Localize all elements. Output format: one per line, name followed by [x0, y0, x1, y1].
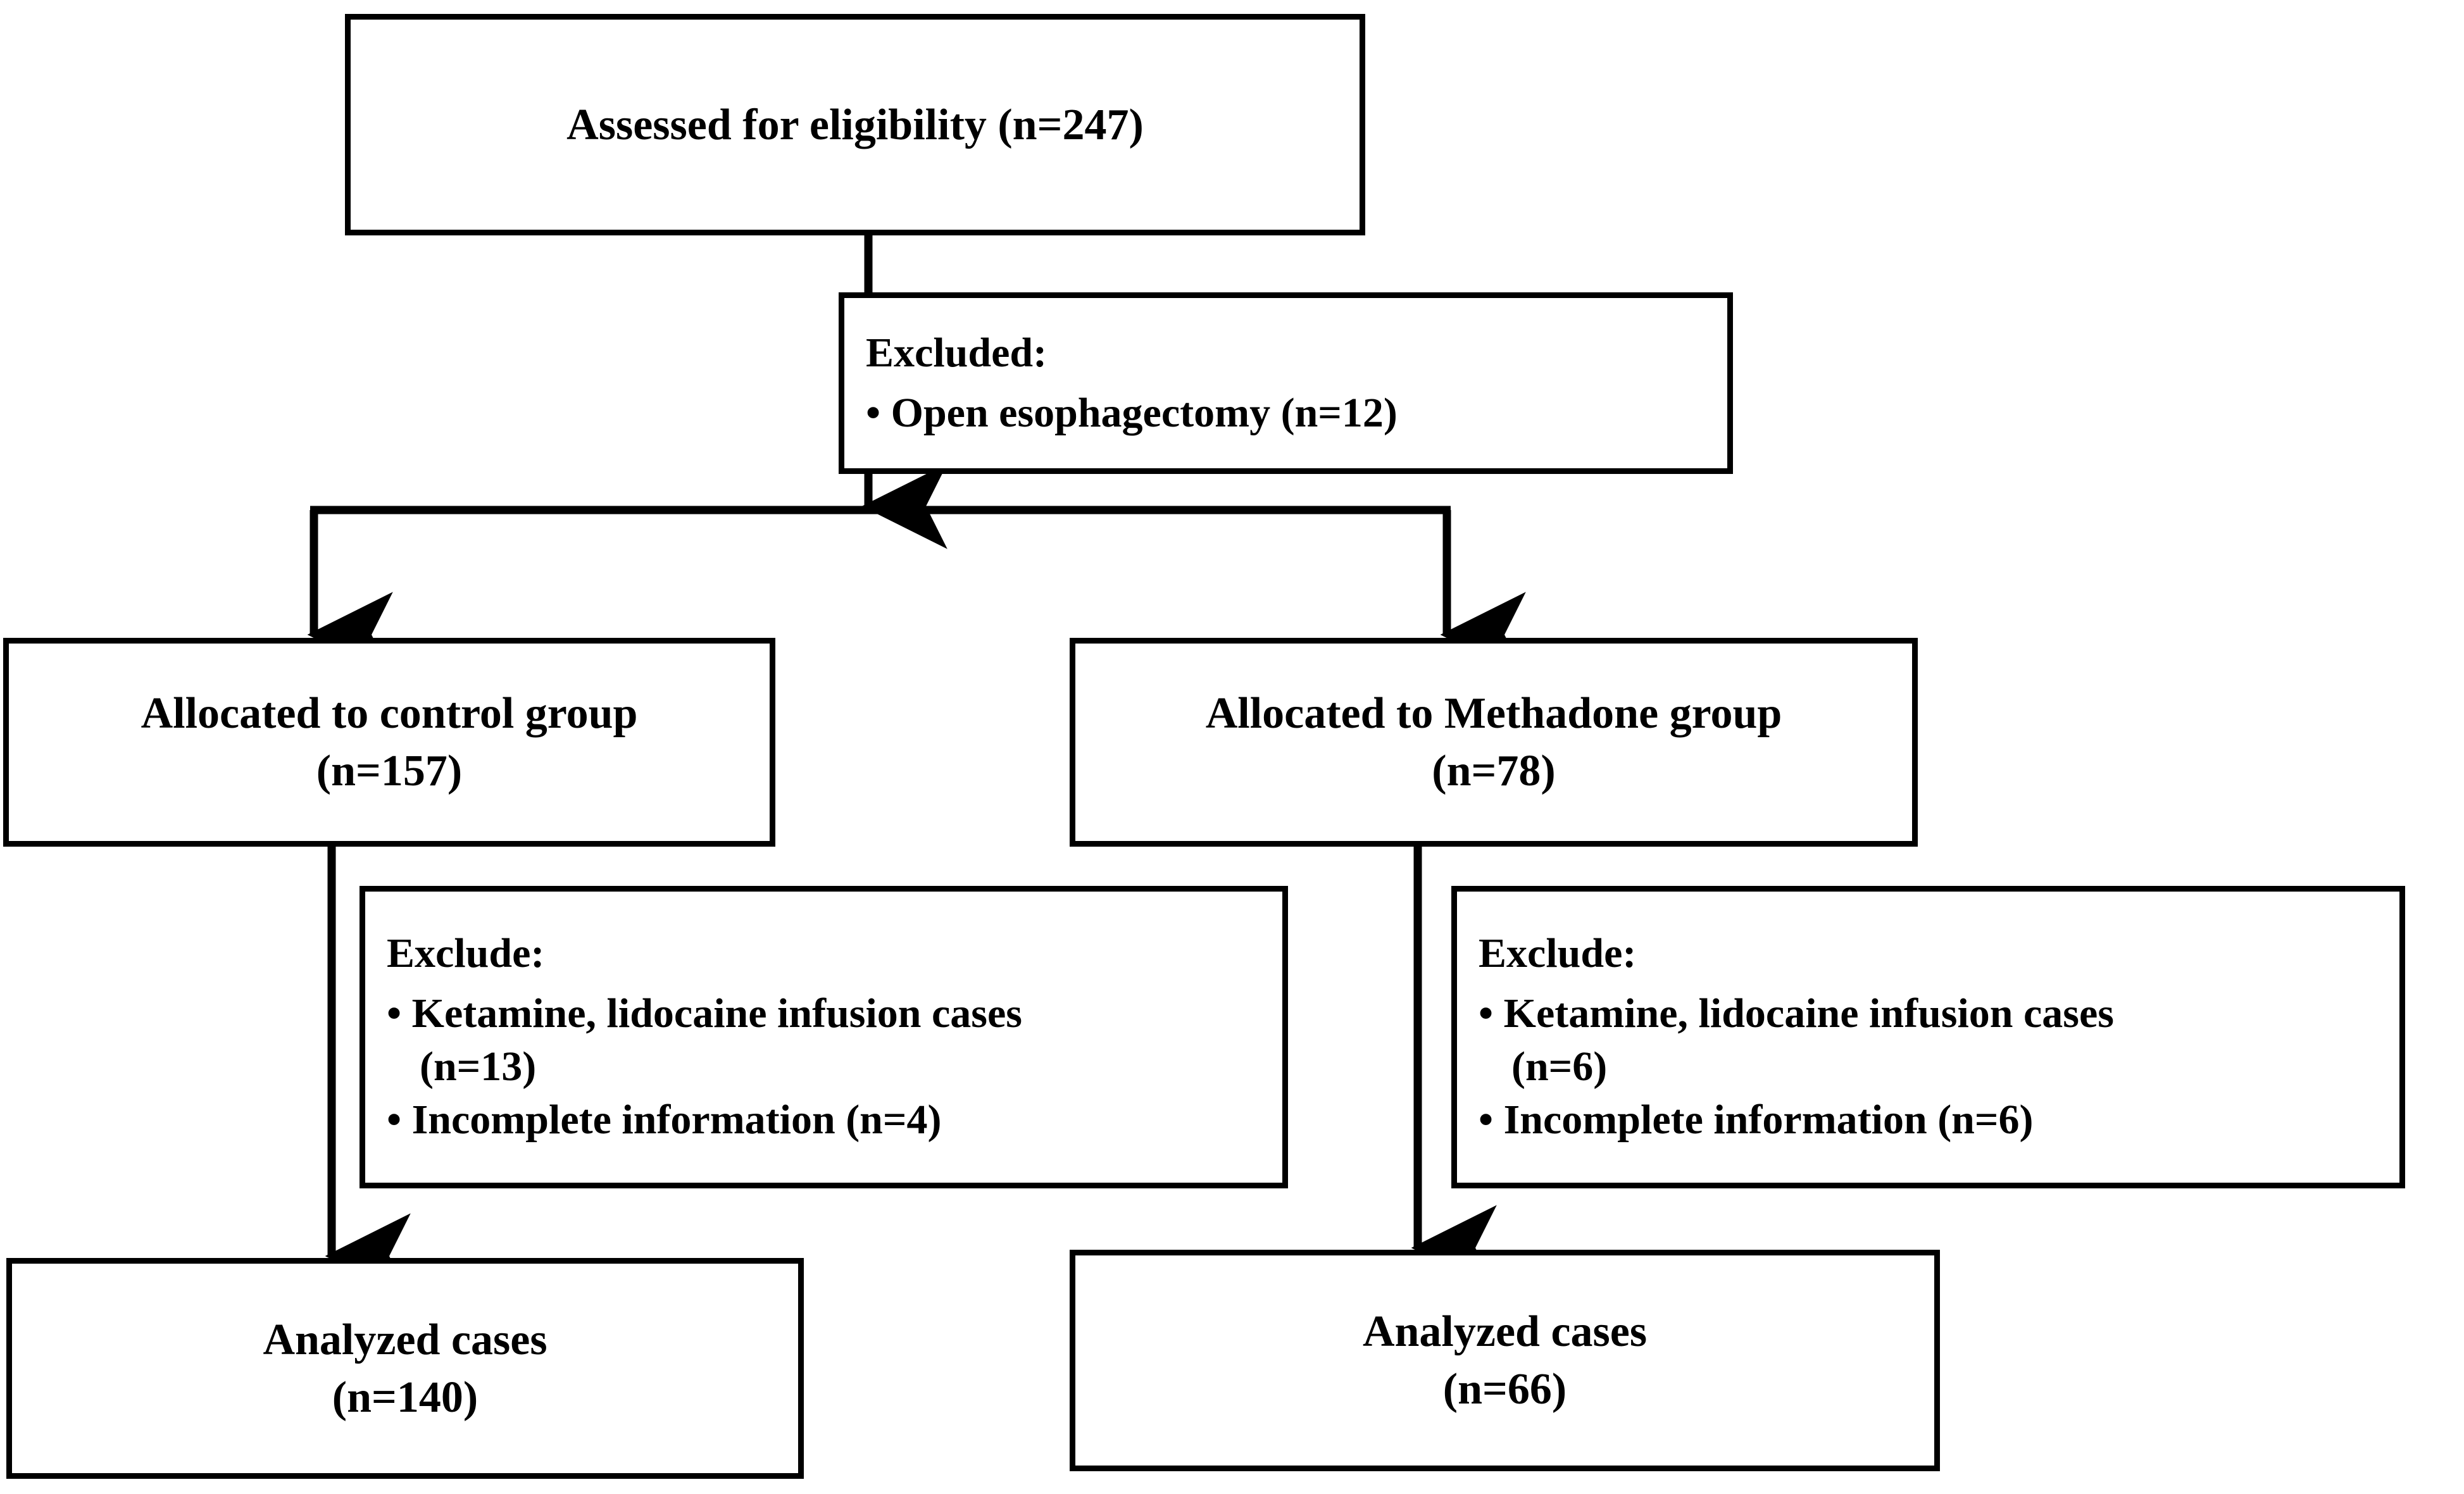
- node-allocated-control-group: Allocated to control group (n=157): [3, 638, 775, 847]
- control-exclude-item-ketamine-lidocaine-count: (n=13): [420, 1043, 537, 1090]
- node-exclude-control: Exclude: • Ketamine, lidocaine infusion …: [360, 886, 1288, 1188]
- excluded-header: Excluded:: [866, 330, 1048, 377]
- methadone-exclude-item-ketamine-lidocaine: • Ketamine, lidocaine infusion cases: [1479, 990, 2114, 1036]
- node-exclude-methadone: Exclude: • Ketamine, lidocaine infusion …: [1451, 886, 2405, 1188]
- control-alloc-line2: (n=157): [316, 747, 463, 795]
- methadone-alloc-line2: (n=78): [1432, 747, 1556, 795]
- node-assessed-for-eligibility: Assessed for eligibility (n=247): [345, 14, 1365, 235]
- control-analyzed-line1: Analyzed cases: [263, 1315, 547, 1364]
- methadone-analyzed-line2: (n=66): [1442, 1365, 1567, 1414]
- methadone-exclude-header: Exclude:: [1479, 930, 1637, 977]
- control-analyzed-line2: (n=140): [332, 1373, 478, 1422]
- assessed-label: Assessed for eligibility (n=247): [566, 100, 1144, 149]
- control-exclude-header: Exclude:: [387, 930, 545, 977]
- node-analyzed-cases-methadone: Analyzed cases (n=66): [1070, 1250, 1940, 1471]
- control-alloc-line1: Allocated to control group: [141, 689, 638, 738]
- methadone-exclude-item-incomplete-information: • Incomplete information (n=6): [1479, 1097, 2034, 1143]
- excluded-item-open-esophagectomy: • Open esophagectomy (n=12): [866, 389, 1398, 436]
- methadone-exclude-item-ketamine-lidocaine-count: (n=6): [1511, 1043, 1608, 1090]
- control-exclude-item-ketamine-lidocaine: • Ketamine, lidocaine infusion cases: [387, 990, 1022, 1036]
- control-exclude-item-incomplete-information: • Incomplete information (n=4): [387, 1097, 942, 1143]
- node-allocated-methadone-group: Allocated to Methadone group (n=78): [1070, 638, 1918, 847]
- methadone-alloc-line1: Allocated to Methadone group: [1205, 689, 1782, 738]
- methadone-analyzed-line1: Analyzed cases: [1362, 1307, 1648, 1356]
- node-analyzed-cases-control: Analyzed cases (n=140): [6, 1258, 804, 1479]
- node-excluded: Excluded: • Open esophagectomy (n=12): [839, 292, 1733, 474]
